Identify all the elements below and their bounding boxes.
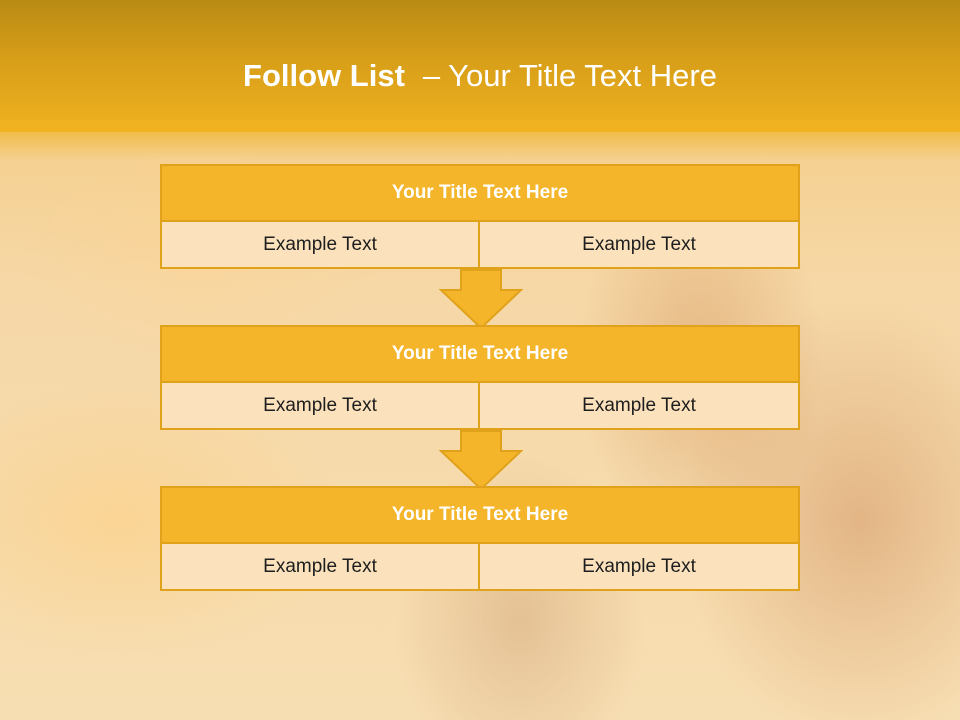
down-arrow-icon	[439, 430, 523, 491]
down-arrow-icon	[439, 269, 523, 330]
slide-title-separator: –	[422, 58, 441, 93]
block-cells: Example Text Example Text	[160, 220, 800, 269]
block-cells: Example Text Example Text	[160, 381, 800, 430]
slide-title-rest: Your Title Text Here	[448, 58, 717, 93]
block-cell-right: Example Text	[480, 381, 800, 430]
slide-title: Follow List–Your Title Text Here	[0, 54, 960, 98]
list-block-1: Your Title Text Here Example Text Exampl…	[160, 164, 800, 269]
block-cell-left: Example Text	[160, 220, 480, 269]
list-block-3: Your Title Text Here Example Text Exampl…	[160, 486, 800, 591]
block-cell-left: Example Text	[160, 542, 480, 591]
slide-title-bold: Follow List	[243, 58, 405, 93]
block-cell-right: Example Text	[480, 542, 800, 591]
block-title: Your Title Text Here	[160, 325, 800, 383]
block-title: Your Title Text Here	[160, 486, 800, 544]
block-cells: Example Text Example Text	[160, 542, 800, 591]
block-title: Your Title Text Here	[160, 164, 800, 222]
header-fade	[0, 120, 960, 160]
list-block-2: Your Title Text Here Example Text Exampl…	[160, 325, 800, 430]
header-band	[0, 0, 960, 132]
block-cell-right: Example Text	[480, 220, 800, 269]
block-cell-left: Example Text	[160, 381, 480, 430]
